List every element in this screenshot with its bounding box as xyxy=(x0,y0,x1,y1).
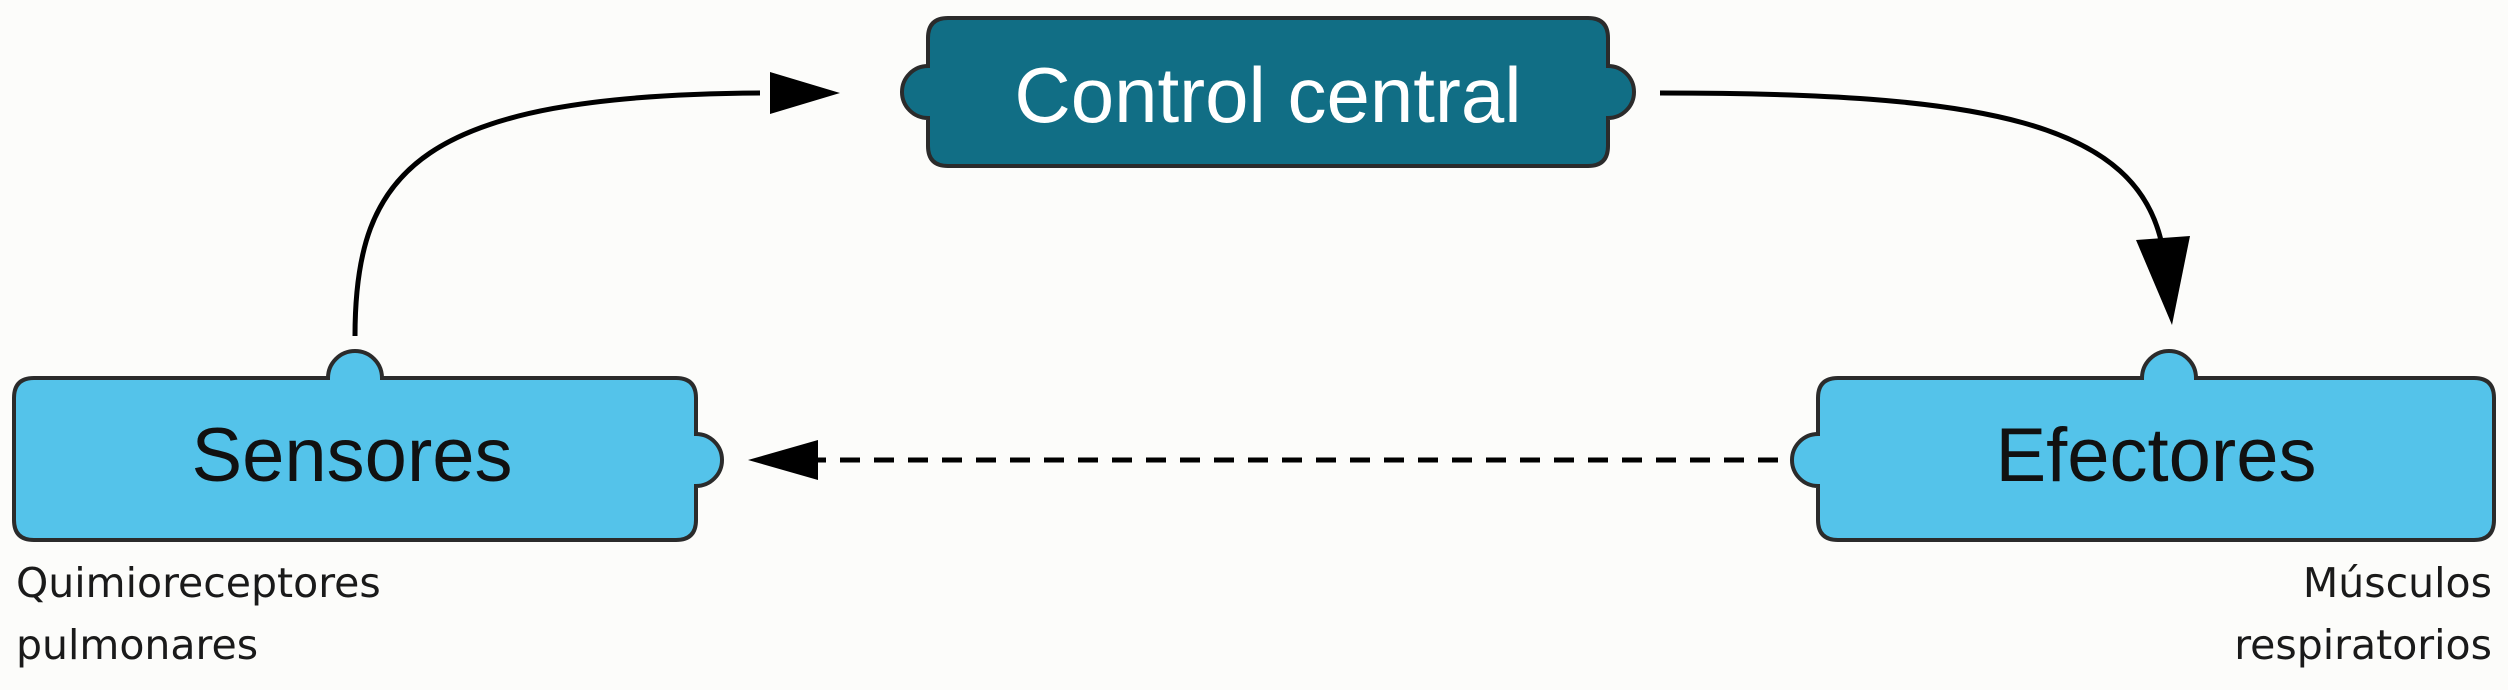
node-control-central-shape xyxy=(900,16,1636,168)
node-sensores: Sensores xyxy=(12,349,724,542)
node-efectores: Efectores xyxy=(1790,349,2496,542)
caption-efectores: Músculos respiratorios xyxy=(2234,552,2492,676)
node-control-central-label: Control central xyxy=(1014,51,1521,139)
caption-efectores-line2: respiratorios xyxy=(2234,621,2492,669)
node-sensores-shape xyxy=(12,349,724,542)
edge-sensors-to-control-arrowhead xyxy=(770,72,840,114)
edge-effectors-to-sensors-arrowhead xyxy=(748,440,818,480)
caption-sensores: Quimioreceptores pulmonares xyxy=(16,552,381,676)
edge-control-to-effectors-line xyxy=(1659,90,2166,251)
caption-sensores-line2: pulmonares xyxy=(16,621,259,669)
node-sensores-label: Sensores xyxy=(191,413,512,498)
edge-control-to-effectors xyxy=(1659,90,2190,325)
edge-sensors-to-control xyxy=(352,72,840,337)
caption-efectores-line1: Músculos xyxy=(2302,559,2492,607)
node-control-central: Control central xyxy=(900,16,1636,168)
edge-control-to-effectors-arrowhead xyxy=(2136,236,2190,325)
node-efectores-shape xyxy=(1790,349,2496,542)
node-efectores-label: Efectores xyxy=(1995,413,2316,498)
edge-effectors-to-sensors xyxy=(748,440,1778,480)
caption-sensores-line1: Quimioreceptores xyxy=(16,559,381,607)
edge-sensors-to-control-line xyxy=(352,90,761,337)
